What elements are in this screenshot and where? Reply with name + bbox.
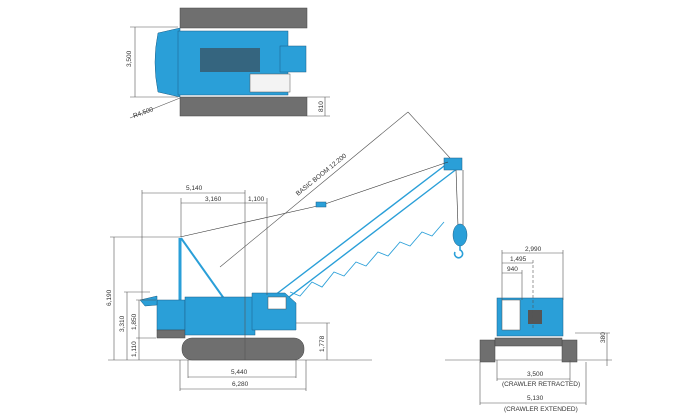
- upperstructure: [184, 296, 256, 336]
- retracted-caption: (CRAWLER RETRACTED): [502, 381, 580, 388]
- pendant-line: [179, 204, 323, 238]
- a-frame: [180, 237, 226, 301]
- pendant-link: [315, 201, 327, 208]
- dim-center-to-boom-foot: 1,100: [248, 196, 265, 203]
- counterweight: [156, 299, 186, 331]
- dim-overall-height: 6,190: [106, 289, 113, 306]
- dim-half-width: 1,495: [510, 256, 527, 263]
- boom-head: [443, 157, 463, 171]
- dim-counterweight-height: 1,850: [131, 313, 138, 330]
- rear-right-crawler: [561, 339, 578, 363]
- top-view-counterweight: [154, 27, 181, 98]
- dim-cab-height: 3,310: [119, 315, 126, 332]
- top-view-tail-radius-label: R4,500: [132, 106, 154, 120]
- dim-mast-to-center: 3,160: [205, 196, 222, 203]
- side-view: 5,140 3,160 1,100 6,190 3,310 1,850 1,11…: [106, 111, 468, 391]
- top-view-boom-foot: [279, 45, 307, 73]
- rear-view: 2,990 1,495 940 380 3,500 (CRAWLER RETRA…: [445, 246, 612, 413]
- dim-upper-width: 2,990: [525, 246, 542, 253]
- rear-machinery: [528, 310, 542, 324]
- top-view-lower-crawler: [179, 96, 308, 117]
- top-view-track-width-label: 810: [318, 101, 325, 112]
- extended-caption: (CRAWLER EXTENDED): [504, 406, 578, 413]
- dim-cab-width: 940: [507, 266, 518, 273]
- top-view-cab: [249, 73, 291, 93]
- lattice-boom: [261, 159, 459, 311]
- rear-cab: [501, 299, 521, 331]
- top-view-machinery: [200, 48, 260, 72]
- hook-icon: [453, 246, 464, 259]
- dim-boom-foot-height: 1,778: [319, 335, 326, 352]
- dim-mast-reach: 5,140: [186, 185, 203, 192]
- cab-window: [267, 296, 287, 310]
- dim-retracted-width: 3,500: [527, 371, 544, 378]
- dim-extended-width: 5,130: [527, 395, 544, 402]
- top-view-width-label: 3,500: [126, 50, 133, 67]
- boom-length-label: BASIC BOOM 12.200: [295, 152, 349, 197]
- dim-crawler-length: 6,280: [232, 381, 249, 388]
- rear-light: [139, 295, 158, 307]
- top-view-upper-crawler: [179, 7, 308, 29]
- dim-tumbler-distance: 5,440: [231, 369, 248, 376]
- side-crawler: [181, 337, 305, 361]
- dim-counterweight-clearance: 1,110: [131, 341, 138, 357]
- dim-ground-clearance: 380: [600, 332, 607, 343]
- hook-block: [452, 223, 468, 247]
- top-view: 3,500 810 R4,500: [126, 7, 330, 120]
- rear-left-crawler: [479, 339, 496, 363]
